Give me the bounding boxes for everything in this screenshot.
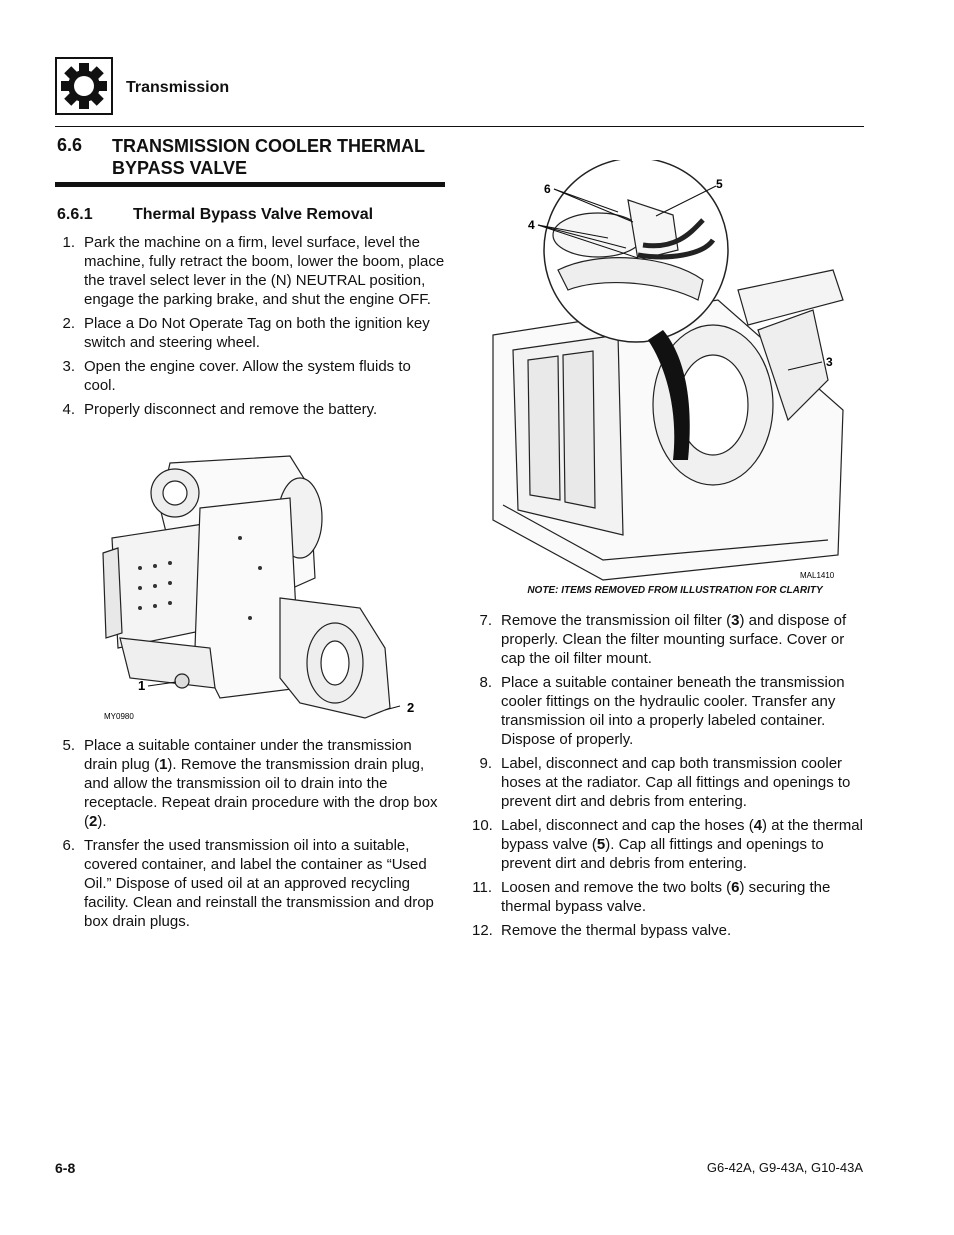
step-text: Place a suitable container beneath the t…: [501, 674, 845, 748]
step-number: 11.: [472, 879, 492, 896]
step-text: Open the engine cover. Allow the system …: [84, 358, 411, 394]
callout-6: 6: [544, 182, 551, 196]
step-text: Transfer the used transmission oil into …: [84, 837, 434, 930]
section-title: TRANSMISSION COOLER THERMAL BYPASS VALVE: [112, 136, 425, 178]
list-item: 2. Place a Do Not Operate Tag on both the…: [55, 314, 445, 352]
section-rule: [55, 182, 445, 187]
callout-1: 1: [138, 678, 145, 693]
page-number: 6-8: [55, 1160, 76, 1176]
step-number: 7.: [479, 612, 492, 629]
callout-5: 5: [716, 177, 723, 191]
step-number: 10.: [472, 817, 493, 834]
step-text: Remove the thermal bypass valve.: [501, 922, 732, 939]
section-label: Transmission: [126, 79, 230, 96]
model-codes: G6-42A, G9-43A, G10-43A: [706, 1160, 863, 1175]
list-item: 6. Transfer the used transmission oil int…: [55, 836, 447, 931]
callout-4: 4: [528, 218, 535, 232]
step-text: Label, disconnect and cap both transmiss…: [501, 755, 851, 810]
step-number: 4.: [62, 401, 75, 418]
step-text: Park the machine on a firm, level surfac…: [84, 234, 445, 308]
gear-icon-frame: [55, 57, 113, 115]
list-item: 1. Park the machine on a firm, level surf…: [55, 233, 445, 309]
step-number: 1.: [62, 234, 75, 251]
step-text: Place a Do Not Operate Tag on both the i…: [84, 315, 430, 351]
steps-list-c: 7. Remove the transmission oil filter (3)…: [472, 611, 864, 945]
step-number: 8.: [479, 674, 492, 691]
gear-icon: [61, 63, 107, 109]
list-item: 3. Open the engine cover. Allow the syste…: [55, 357, 445, 395]
list-item: 12. Remove the thermal bypass valve.: [472, 921, 864, 940]
step-number: 5.: [62, 737, 75, 754]
engine-compartment-illustration: 6 5 4 3 MAL1410: [492, 160, 844, 581]
list-item: 11. Loosen and remove the two bolts (6) s…: [472, 878, 864, 916]
callout-2: 2: [407, 700, 414, 715]
step-text: Label, disconnect and cap the hoses (4) …: [501, 817, 863, 872]
transmission-illustration: 1 2 MY0980: [102, 455, 414, 721]
step-number: 9.: [479, 755, 492, 772]
step-number: 2.: [62, 315, 75, 332]
subsection-number: 6.6.1: [57, 206, 93, 223]
steps-list-a: 1. Park the machine on a firm, level surf…: [55, 233, 445, 424]
step-text: Remove the transmission oil filter (3) a…: [501, 612, 847, 667]
callout-3: 3: [826, 355, 833, 369]
step-number: 3.: [62, 358, 75, 375]
figure-note: NOTE: ITEMS REMOVED FROM ILLUSTRATION FO…: [527, 585, 823, 596]
step-number: 12.: [472, 922, 493, 939]
list-item: 5. Place a suitable container under the t…: [55, 736, 447, 831]
step-number: 6.: [62, 837, 75, 854]
list-item: 8. Place a suitable container beneath the…: [472, 673, 864, 749]
list-item: 7. Remove the transmission oil filter (3)…: [472, 611, 864, 668]
step-text: Place a suitable container under the tra…: [84, 737, 438, 830]
list-item: 4. Properly disconnect and remove the bat…: [55, 400, 445, 419]
step-text: Loosen and remove the two bolts (6) secu…: [501, 879, 831, 915]
list-item: 9. Label, disconnect and cap both transmi…: [472, 754, 864, 811]
list-item: 10. Label, disconnect and cap the hoses (…: [472, 816, 864, 873]
subsection-title: Thermal Bypass Valve Removal: [133, 206, 374, 223]
header-rule: [55, 126, 864, 127]
section-number: 6.6: [57, 135, 83, 155]
figure-code: MAL1410: [800, 571, 835, 580]
figure-code: MY0980: [104, 712, 134, 721]
steps-list-b: 5. Place a suitable container under the t…: [55, 736, 447, 936]
step-text: Properly disconnect and remove the batte…: [84, 401, 378, 418]
